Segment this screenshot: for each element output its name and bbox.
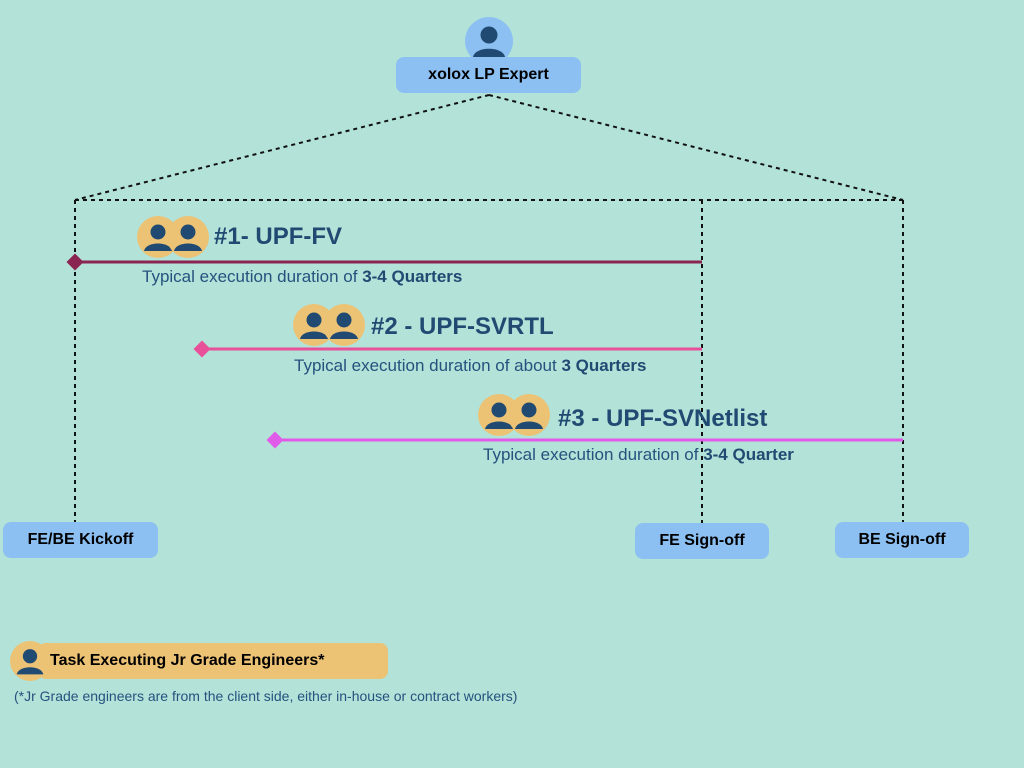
be-signoff-milestone: BE Sign-off <box>835 522 969 558</box>
task-1-title: #1- UPF-FV <box>214 223 343 250</box>
task-3-bar <box>266 431 903 449</box>
task-2-bar <box>193 340 702 358</box>
task-1-duration: 3-4 Quarters <box>362 267 463 286</box>
task-1-bar <box>66 253 702 271</box>
task-2-start-marker <box>193 340 211 358</box>
task-3-start-marker <box>266 431 284 449</box>
legend-label: Task Executing Jr Grade Engineers* <box>50 652 325 669</box>
connector-expert-left <box>74 94 490 201</box>
task-3-title: #3 - UPF-SVNetlist <box>558 405 768 432</box>
kickoff-milestone: FE/BE Kickoff <box>3 522 158 558</box>
be-signoff-label: BE Sign-off <box>858 531 946 548</box>
expert-person-icon <box>465 17 513 65</box>
kickoff-label: FE/BE Kickoff <box>27 531 134 548</box>
task-2-duration: 3 Quarters <box>561 356 647 375</box>
task-3-description: Typical execution duration of 3-4 Quarte… <box>483 445 794 464</box>
task-2-engineers-icon <box>293 304 365 346</box>
fe-signoff-milestone: FE Sign-off <box>635 523 769 559</box>
task-1-description: Typical execution duration of 3-4 Quarte… <box>142 267 463 286</box>
task-3-duration: 3-4 Quarter <box>703 445 794 464</box>
task-3-engineers-icon <box>478 394 550 436</box>
task-1-start-marker <box>66 253 84 271</box>
connector-expert-right <box>488 94 904 201</box>
legend-pill: Task Executing Jr Grade Engineers* <box>38 643 388 679</box>
expert-label: xolox LP Expert <box>428 66 549 83</box>
legend-person-icon <box>10 641 50 681</box>
legend-footnote: (*Jr Grade engineers are from the client… <box>14 688 518 704</box>
task-1-engineers-icon <box>137 216 209 258</box>
fe-signoff-label: FE Sign-off <box>659 532 745 549</box>
expert-pill: xolox LP Expert <box>396 57 581 93</box>
task-2-description: Typical execution duration of about 3 Qu… <box>294 356 647 375</box>
task-2-title: #2 - UPF-SVRTL <box>371 313 554 340</box>
